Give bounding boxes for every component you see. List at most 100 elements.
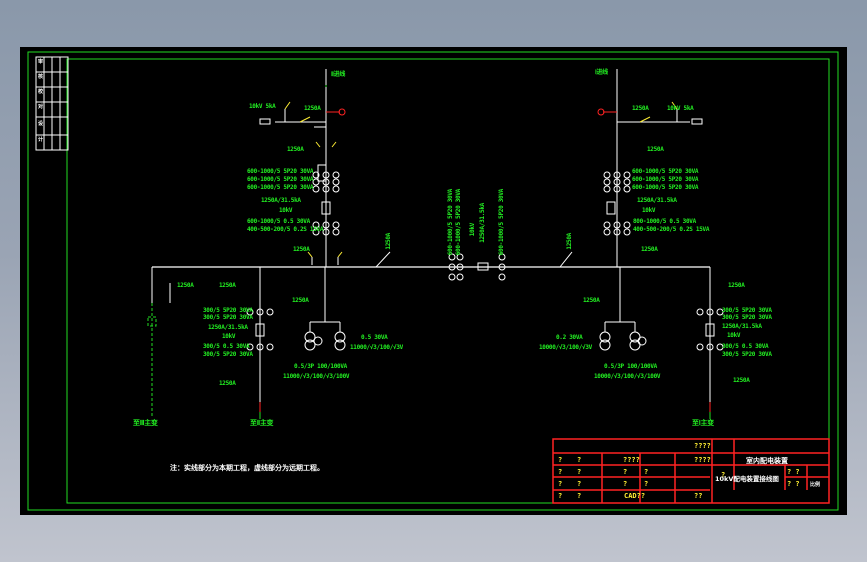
title-block-cell: ?: [558, 480, 563, 488]
left-ct-group: [312, 171, 340, 236]
bus-tie-reactor-label: 1250A/31.5kA: [479, 203, 486, 243]
right-pt-spec2-ratio: 10000/√3/100/√3/100V: [594, 373, 661, 380]
left-feeder-name: Ⅱ进线: [331, 71, 346, 78]
title-block-scale: 比例: [810, 482, 821, 488]
left-pt-spec1: 0.5/3P 100/100VA: [294, 363, 347, 370]
revision-label: 校: [38, 89, 43, 95]
title-block-cell: ?: [558, 468, 563, 476]
title-block-company: 室内配电装置: [746, 457, 788, 465]
feeder-2-ct-bottom-label: 300/5 5P20 30VA: [203, 351, 253, 358]
revision-label: 计: [38, 137, 43, 143]
title-block-grid: [552, 438, 830, 504]
feeder-2-reactor-label: 1250A/31.5kA: [208, 324, 248, 331]
feeder-2-label: 至Ⅱ主变: [250, 419, 274, 427]
feeder-2-ct-label: 300/5 5P20 30VA: [203, 307, 253, 314]
feeder-2-ct-label: 300/5 5P20 30VA: [203, 314, 253, 321]
right-arrester-label: 10kV 5kA: [667, 105, 694, 112]
title-block-software: CAD??: [624, 492, 646, 500]
right-ct-label: 600-1000/5 5P20 30VA: [632, 184, 699, 191]
feeder-3-breaker-label: 1250A: [177, 282, 194, 289]
left-ct-label: 600-1000/5 5P20 30VA: [247, 176, 314, 183]
outer-frame: [27, 51, 839, 511]
left-ct-bottom-label: 600-1000/5 0.5 30VA: [247, 218, 310, 225]
feeder-1-breaker-top: 1250A: [728, 282, 745, 289]
left-pt-switch-label: 1250A: [292, 297, 309, 304]
right-voltage-label: 10kV: [642, 207, 656, 214]
feeder-3-label: 至Ⅲ主变: [133, 419, 158, 427]
feeder-1-reactor-label: 1250A/31.5kA: [722, 323, 762, 330]
revision-label: 设: [38, 121, 43, 127]
title-block-cell: ??: [694, 492, 703, 500]
title-block-cell: ?: [577, 468, 582, 476]
left-ct-label: 600-1000/5 5P20 30VA: [247, 168, 314, 175]
bus-tie: [375, 251, 573, 281]
right-ct-group: [603, 171, 631, 236]
feeder-2-ct-bottom-label: 300/5 0.5 30VA: [203, 343, 250, 350]
revision-column: [35, 56, 69, 151]
title-block-cell: ?: [577, 492, 582, 500]
left-breaker-label: 1250A: [304, 105, 321, 112]
feeder-2-breaker-bottom: 1250A: [219, 380, 236, 387]
left-arrester-label: 10kV 5kA: [249, 103, 276, 110]
bus-tie-ct-label: 600-1000/5 5P20 30VA: [455, 189, 462, 256]
cad-drawing-canvas[interactable]: 审 核 校 对 设 计 Ⅱ进线 10kV 5kA 1250A 1250A 600…: [20, 47, 847, 515]
feeder-2-voltage-label: 10kV: [222, 333, 236, 340]
title-block-cell: ?: [721, 471, 726, 479]
feeder-2-breaker-top: 1250A: [219, 282, 236, 289]
right-feeder-name: Ⅰ进线: [595, 69, 608, 76]
left-pt: [304, 307, 346, 351]
left-bus-breaker-label: 1250A: [293, 246, 310, 253]
right-pt-spec1: 0.2 30VA: [556, 334, 583, 341]
feeder-1-label: 至Ⅰ主变: [692, 419, 714, 427]
left-pt-spec2: 0.5 30VA: [361, 334, 388, 341]
revision-label: 审: [38, 59, 43, 65]
bus-tie-left-switch-label: 1250A: [385, 233, 392, 250]
title-block-drawing-title: 10kV配电装置接线图: [715, 475, 779, 483]
title-block-cell: ?: [577, 456, 582, 464]
feeder-1-ct-bottom-label: 300/5 5P20 30VA: [722, 351, 772, 358]
left-ct-bottom-label: 400-500-200/5 0.2S 15VA: [247, 226, 324, 233]
right-incoming-line: [597, 69, 703, 267]
right-ct-bottom-label: 800-1000/5 0.5 30VA: [633, 218, 696, 225]
title-block-cell: ?: [623, 480, 628, 488]
right-ct-label: 600-1000/5 5P20 30VA: [632, 176, 699, 183]
bus-tie-ct-right-label: 600-1000/5 5P20 30VA: [498, 189, 505, 256]
left-pt-spec1-ratio: 11000/√3/100/√3/100V: [283, 373, 350, 380]
left-voltage-label: 10kV: [279, 207, 293, 214]
outgoing-feeder-3: [147, 283, 157, 417]
schematic: [27, 51, 839, 511]
right-pt: [599, 307, 647, 351]
title-block-cell: ?: [577, 480, 582, 488]
right-ct-bottom-label: 400-500-200/5 0.2S 15VA: [633, 226, 710, 233]
title-block-cell: ????: [623, 456, 640, 464]
title-block-cell: ?: [623, 468, 628, 476]
right-breaker-label: 1250A: [632, 105, 649, 112]
feeder-1-ct-label: 300/5 5P20 30VA: [722, 314, 772, 321]
feeder-1-ct-label: 300/5 5P20 30VA: [722, 307, 772, 314]
left-earth-switch-label: 1250A: [287, 146, 304, 153]
right-reactor-label: 1250A/31.5kA: [637, 197, 677, 204]
bus-tie-voltage-label: 10kV: [469, 223, 476, 237]
inner-frame: [66, 58, 830, 504]
title-block-cell: ?: [644, 468, 649, 476]
revision-label: 核: [38, 74, 43, 80]
revision-label: 对: [38, 104, 43, 110]
bus-tie-right-switch-label: 1250A: [566, 233, 573, 250]
right-pt-spec1-ratio: 10000/√3/100/√3V: [539, 344, 592, 351]
outgoing-feeder-1: [696, 283, 724, 419]
left-pt-spec2-ratio: 11000/√3/100/√3V: [350, 344, 403, 351]
right-ct-label: 600-1000/5 5P20 30VA: [632, 168, 699, 175]
title-block-mark: ? ?: [787, 468, 800, 476]
title-block-cell: ?: [558, 492, 563, 500]
right-bus-breaker-label: 1250A: [641, 246, 658, 253]
title-block-mark: ? ?: [787, 480, 800, 488]
left-ct-label: 600-1000/5 5P20 30VA: [247, 184, 314, 191]
right-pt-spec2: 0.5/3P 100/100VA: [604, 363, 657, 370]
left-reactor-label: 1250A/31.5kA: [261, 197, 301, 204]
title-block-cell: ????: [694, 456, 711, 464]
title-block-cell: ?: [644, 480, 649, 488]
title-block-project: ????: [694, 442, 711, 450]
right-earth-switch-label: 1250A: [647, 146, 664, 153]
bus-tie-ct-label: 600-1000/5 5P20 30VA: [447, 189, 454, 256]
right-pt-switch-label: 1250A: [583, 297, 600, 304]
